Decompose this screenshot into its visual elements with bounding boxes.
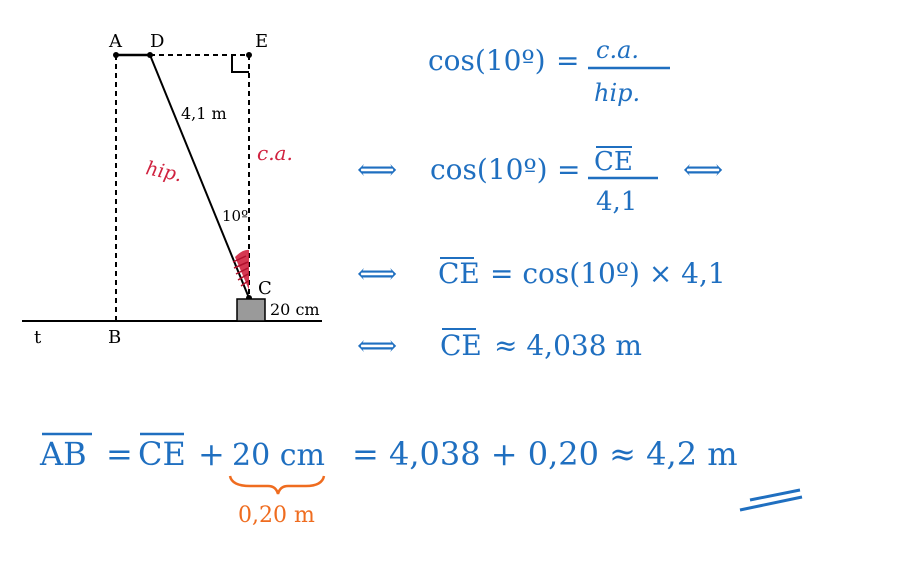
final-cm: 20 cm [232,438,325,473]
angle-hatch [232,255,249,287]
brace-note: 0,20 m [238,503,315,528]
result-underline-2 [739,495,803,512]
final-ab: AB [39,435,87,473]
line1-eq: = [556,44,579,77]
line3-iff: ⟺ [357,257,397,290]
line4-lhs: CE [440,329,482,362]
label-t: t [34,327,42,348]
result-underline-1 [749,488,801,502]
final-plus: + [198,435,225,473]
point-e [246,52,252,58]
line1-den: hip. [594,79,640,107]
label-d: D [150,31,164,52]
ladder-line [149,54,250,299]
block [236,298,266,322]
ladder-length-label: 4,1 m [181,104,227,123]
line2-lhs: cos(10º) [430,153,548,186]
label-b: B [108,327,121,348]
point-a [113,52,119,58]
label-e: E [255,31,268,52]
label-a: A [108,31,123,52]
label-c: C [258,278,272,299]
adj-label: c.a. [257,141,293,165]
final-eq1: = [106,435,133,473]
line3-lhs: CE [438,257,480,290]
final-rest: = 4,038 + 0,20 ≈ 4,2 m [352,435,738,473]
line2-den: 4,1 [596,187,637,217]
line2-iff-right: ⟺ [683,153,723,186]
right-angle-marker [231,55,249,73]
line1-lhs: cos(10º) [428,44,546,77]
line1-num: c.a. [596,36,639,64]
line3-rhs: = cos(10º) × 4,1 [490,257,726,290]
line4-rhs: ≈ 4,038 m [494,329,642,362]
block-height-label: 20 cm [270,300,320,319]
angle-label: 10º [222,207,248,225]
line2-iff-left: ⟺ [357,153,397,186]
hyp-label: hip. [144,157,184,186]
brace [228,475,326,495]
line2-num: CE [594,147,633,177]
point-d [147,52,153,58]
line4-iff: ⟺ [357,329,397,362]
line2-eq: = [557,153,580,186]
final-ce: CE [138,435,186,473]
